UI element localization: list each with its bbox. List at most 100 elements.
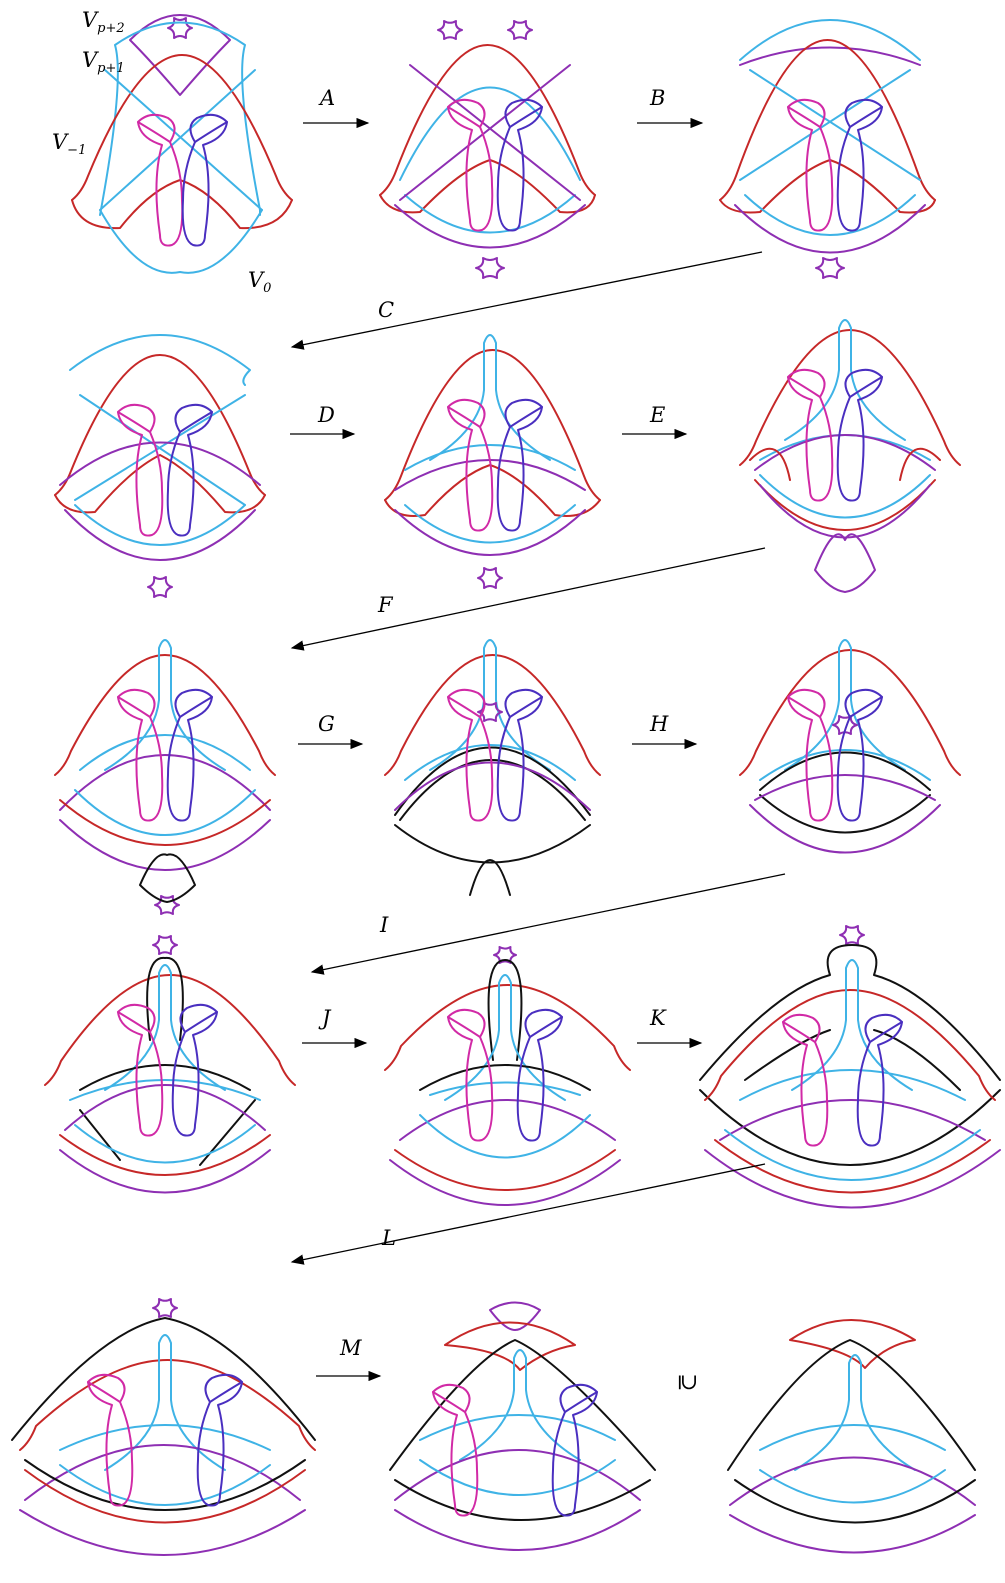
panel-3 [720,20,935,278]
red-lens [790,1320,915,1368]
red-arch [72,55,292,200]
cyan-bowl [100,210,262,273]
black-inner-arms [745,1030,960,1090]
panel-13 [12,1299,315,1555]
purple-bowl [20,1510,305,1555]
black-arch [420,1065,590,1090]
arrow-label-c: C [378,300,394,321]
arrow-label-f: F [378,595,393,616]
panel-4 [55,335,265,597]
purple-arch [730,1458,975,1506]
cyan-mid [420,1415,615,1440]
magenta-loop [448,1010,492,1141]
blue-loop [553,1385,597,1516]
cyan-mid [60,1425,270,1450]
arrow-label-e: E [650,405,665,426]
label-v-0-sub: 0 [263,281,271,296]
arrow-label-l: L [382,1228,396,1249]
black-bowl [735,1480,975,1523]
cyan-stem [785,320,905,440]
purple-lens-top [153,1299,177,1317]
purple-lens-top [840,926,864,944]
label-v-minus-1-sub: −1 [67,143,86,158]
red-arch [385,985,630,1070]
panel-9 [740,640,960,853]
black-bowl [25,1460,305,1510]
purple-bowl [730,1515,975,1553]
panel-8 [385,640,600,895]
label-v-p-plus-1: Vp+1 [82,50,125,75]
black-outer-arch [700,945,1000,1080]
panel-11 [385,947,630,1205]
red-arch [385,655,600,775]
arrow-label-g: G [318,714,335,735]
black-lower-legs [80,1100,255,1165]
blue-loop [498,400,542,531]
label-v-p-plus-1-sub: p+1 [97,61,125,76]
purple-lens-top [438,21,462,39]
arrow-label-j: J [322,1008,330,1029]
blue-loop [168,405,212,536]
cyan-bowl [420,1115,590,1158]
black-bowl [760,795,930,833]
purple-arch [60,755,270,810]
blue-loop [183,115,227,246]
label-v-minus-1: V−1 [52,132,86,157]
cyan-top [70,335,250,385]
cyan-stem [430,335,550,460]
black-arch [760,753,930,791]
red-bowl [755,480,935,530]
purple-bowl [390,1160,620,1205]
arrow-label-d: D [318,405,335,426]
purple-bowl [395,1510,640,1550]
label-v-p-plus-2: Vp+2 [82,10,125,35]
purple-lens-bottom [478,568,502,588]
arrow-label-b: B [650,88,665,109]
panel-10 [45,936,295,1193]
cyan-stem [105,640,225,770]
cyan-mid [760,1425,945,1450]
purple-lens-top-right [508,21,532,39]
black-lens [140,854,195,902]
panel-2 [380,21,595,278]
cyan-mid [740,1070,965,1100]
blue-loop [838,690,882,821]
black-lower-loop [470,860,510,895]
arrow-l [292,1164,765,1262]
blue-loop [858,1015,902,1146]
black-bowl [395,1480,650,1520]
label-v-minus-1-base: V [52,130,67,154]
panel-12 [700,926,1000,1208]
red-bowl [60,1135,270,1175]
arrow-label-h: H [650,714,668,735]
purple-bowl [750,805,940,853]
arrow-c [292,252,762,347]
magenta-loop [138,115,182,246]
purple-arch [400,1100,615,1140]
label-v-0: V0 [248,270,271,295]
red-hooks [750,449,940,480]
arrow-f [292,548,765,648]
magenta-loop [448,100,492,231]
red-bowl [60,800,270,845]
purple-top [740,48,920,66]
magenta-loop [788,370,832,501]
purple-arch [755,435,935,470]
arrow-label-m: M [340,1338,362,1359]
purple-arch [755,775,935,800]
purple-lens-top [153,936,177,954]
purple-bowl [65,510,255,560]
label-v-p-plus-2-sub: p+2 [97,21,125,36]
red-arch [705,990,995,1100]
label-v-p-plus-1-base: V [82,48,97,72]
panel-15 [728,1320,975,1553]
cyan-mid [70,1080,260,1100]
purple-bottom-lens [815,534,875,592]
purple-bowl [395,205,585,248]
purple-bowl [735,205,925,253]
panel-7 [55,640,275,914]
purple-lens [168,18,192,38]
panel-5 [385,335,600,588]
red-arch [55,655,275,775]
